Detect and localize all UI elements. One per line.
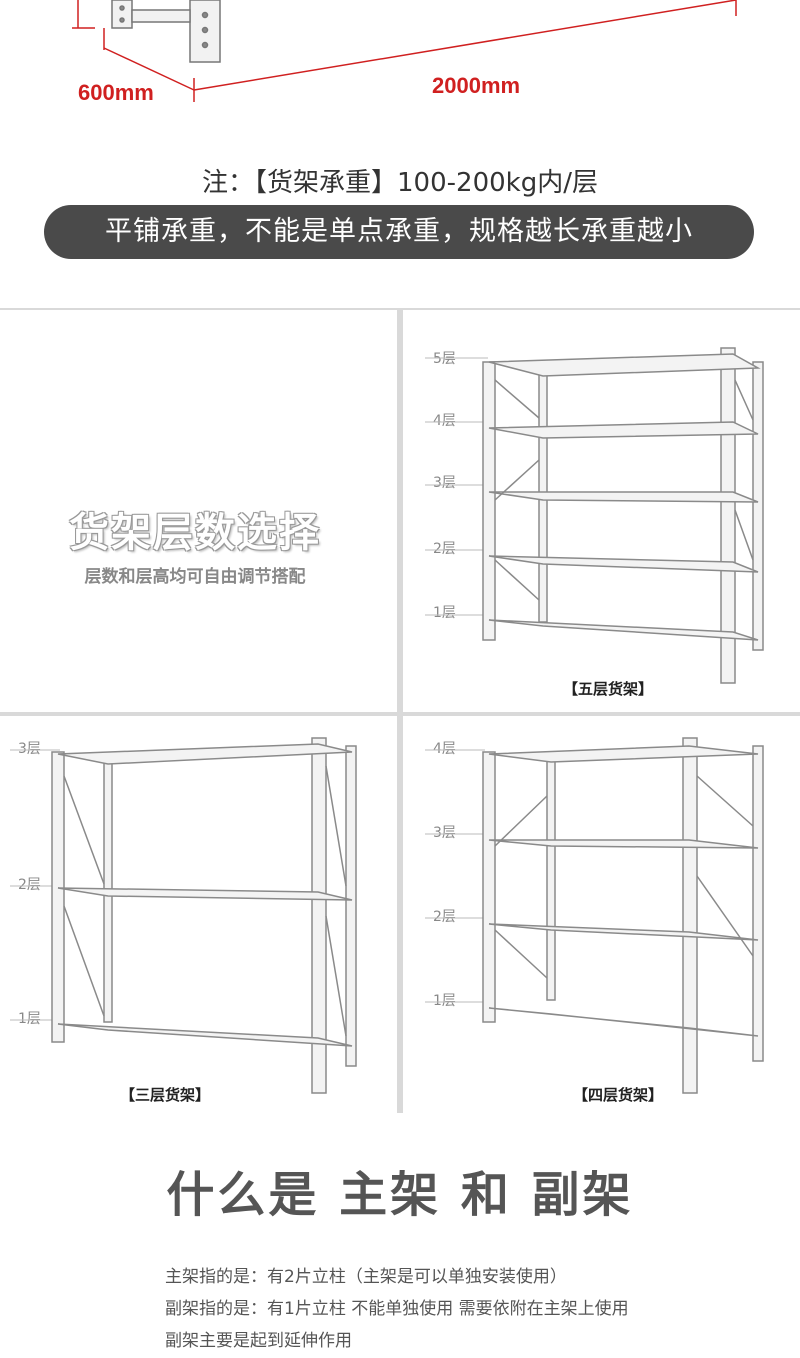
four-layer-caption: 【四层货架】 [572,1086,663,1104]
length-label: 2000mm [432,73,521,98]
three-layer-cell: 3层 2层 1层 【三层货架】 [0,716,397,1113]
layer-label: 1层 [433,993,456,1009]
five-layer-cell: 5层 4层 3层 2层 1层 [403,310,800,712]
layer-label: 3层 [433,475,456,491]
layer-label: 2层 [433,541,456,557]
load-banner: 平铺承重，不能是单点承重，规格越长承重越小 [44,205,754,259]
four-layer-rack-drawing [425,737,764,1094]
intro-subtitle: 层数和层高均可自由调节搭配 [84,567,306,587]
layer-label: 1层 [18,1011,41,1027]
layer-label: 2层 [433,909,456,925]
five-layer-rack-drawing [425,347,764,684]
rack-leg-sketch [111,0,221,63]
depth-label: 600mm [78,80,154,105]
five-layer-caption: 【五层货架】 [562,680,653,698]
description-line: 主架指的是：有2片立柱（主架是可以单独安装使用） [165,1267,567,1287]
shelf-grid: 货架层数选择 层数和层高均可自由调节搭配 5层 4层 3层 2层 1层 [0,308,800,1113]
layer-label: 2层 [18,877,41,893]
layer-label: 4层 [433,413,456,429]
three-layer-rack-drawing [10,737,357,1094]
description-line: 副架指的是：有1片立柱 不能单独使用 需要依附在主架上使用 [165,1299,629,1319]
description-line: 副架主要是起到延伸作用 [165,1331,352,1351]
intro-cell: 货架层数选择 层数和层高均可自由调节搭配 [0,310,397,712]
four-layer-cell: 4层 3层 2层 1层 [403,716,800,1113]
dimension-lines [72,0,737,102]
three-layer-caption: 【三层货架】 [119,1086,210,1104]
layer-label: 4层 [433,741,456,757]
load-note: 注：【货架承重】100-200kg内/层 [202,168,598,198]
layer-label: 5层 [433,351,456,367]
layer-label: 3层 [18,741,41,757]
section-title: 什么是 主架 和 副架 [166,1167,634,1223]
layer-label: 1层 [433,605,456,621]
intro-title: 货架层数选择 [69,510,321,556]
dimension-drawing: 600mm 2000mm [0,0,800,140]
layer-label: 3层 [433,825,456,841]
